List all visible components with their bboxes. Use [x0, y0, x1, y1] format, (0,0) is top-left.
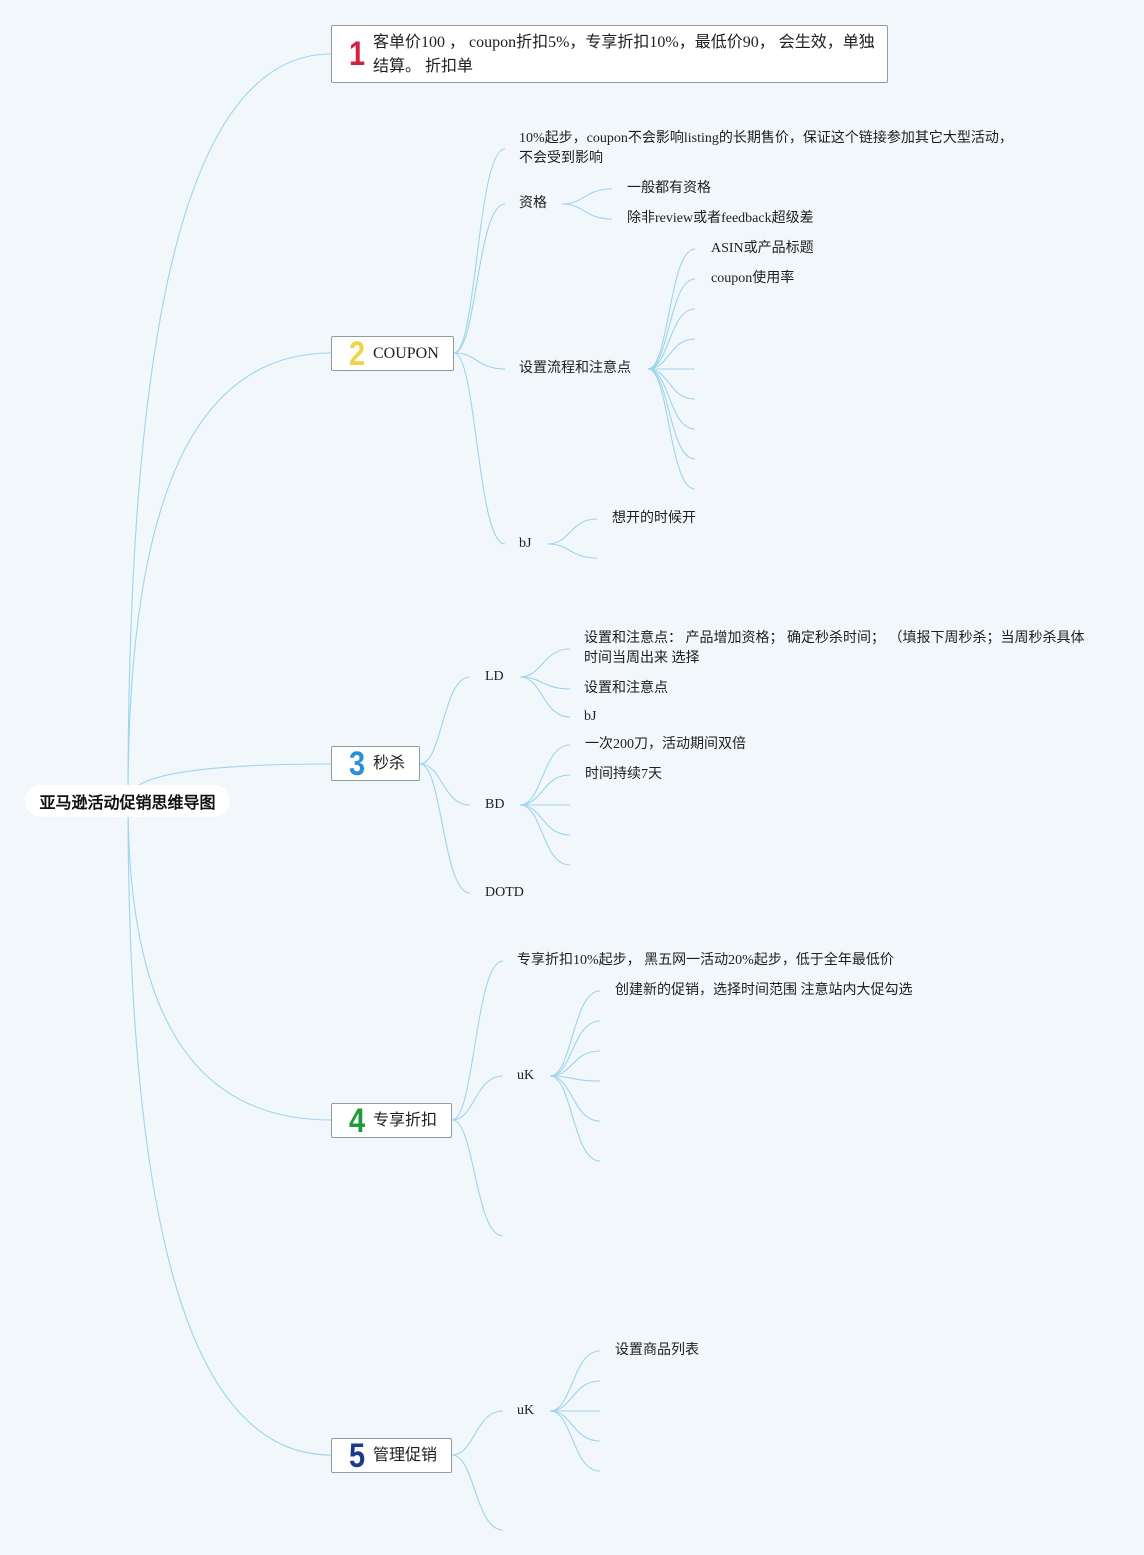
detail-label: ASIN或产品标题 [711, 241, 814, 256]
branch-line [519, 774, 571, 806]
topic-1-box: 1 客单价100 ， coupon折扣5%，专享折扣10%，最低价90， 会生效… [331, 25, 888, 83]
detail-label: 设置和注意点： 产品增加资格； 确定秒杀时间； （填报下周秒杀；当周秒杀具体时间… [584, 631, 1085, 666]
branch-line [519, 648, 571, 678]
branch-line [419, 763, 471, 806]
branch-line [453, 203, 506, 354]
branch-line [549, 1050, 601, 1077]
subtopic-label: bJ [519, 536, 532, 551]
subtopic-label: BD [485, 797, 505, 812]
branch-line [549, 1075, 601, 1122]
branch-line [647, 338, 696, 370]
detail-label: 时间持续7天 [585, 767, 662, 782]
subtopic-label: DOTD [485, 885, 524, 900]
branch-line [647, 308, 696, 370]
topic-5-box: 5 管理促销 [331, 1438, 452, 1473]
branch-line [549, 1075, 601, 1162]
branch-line [647, 368, 696, 430]
branch-line [549, 1410, 601, 1472]
detail-label: 创建新的促销，选择时间范围 注意站内大促勾选 [615, 983, 913, 998]
subtopic-label: 10%起步，coupon不会影响listing的长期售价，保证这个链接参加其它大… [519, 131, 1013, 166]
branch-line [647, 368, 696, 490]
branch-line [451, 1075, 504, 1121]
topic-5-label: 管理促销 [373, 1446, 438, 1464]
detail-label: 除非review或者feedback超级差 [627, 211, 814, 226]
branch-line [647, 248, 696, 370]
branch-line [549, 1075, 601, 1082]
branch-line [547, 543, 598, 559]
detail-label: coupon使用率 [711, 271, 795, 286]
topic-3-box: 3 秒杀 [331, 746, 420, 781]
detail-label: 设置商品列表 [615, 1343, 699, 1358]
detail-label: 设置和注意点 [584, 681, 668, 696]
branch-line [519, 744, 571, 806]
branch-line [127, 799, 332, 1121]
branch-line [549, 1380, 601, 1412]
topic-4-box: 4 专享折扣 [331, 1103, 452, 1138]
detail-label: bJ [584, 709, 597, 724]
priority-4-icon: 4 [349, 1101, 366, 1140]
topic-1-label: 客单价100 ， coupon折扣5%，专享折扣10%，最低价90， 会生效，单… [373, 34, 875, 75]
detail-label: 想开的时候开 [612, 511, 696, 526]
priority-1-icon: 1 [349, 35, 366, 73]
topic-2-label: COUPON [373, 344, 439, 362]
subtopic-label: uK [517, 1068, 535, 1083]
branch-line [453, 148, 506, 354]
branch-line [519, 804, 571, 836]
topic-4-label: 专享折扣 [373, 1111, 438, 1129]
detail-label: 一般都有资格 [627, 181, 711, 196]
branch-line [127, 799, 332, 1456]
branch-line [451, 1454, 504, 1531]
branch-line [127, 352, 332, 801]
priority-5-icon: 5 [349, 1436, 366, 1475]
branch-line [451, 960, 504, 1121]
branch-line [419, 676, 471, 765]
subtopic-label: 资格 [519, 196, 547, 211]
central-topic-label: 亚马逊活动促销思维导图 [39, 795, 216, 812]
branch-line [561, 188, 613, 205]
branch-line [647, 278, 696, 370]
priority-3-icon: 3 [349, 744, 366, 783]
branch-line [549, 1020, 601, 1077]
subtopic-label: LD [485, 669, 504, 684]
branch-line [549, 1410, 601, 1442]
branch-line [647, 368, 696, 460]
branch-line [561, 203, 613, 220]
branch-line [547, 518, 598, 545]
branch-line [549, 990, 601, 1077]
subtopic-label: 设置流程和注意点 [519, 361, 631, 376]
branch-line [519, 804, 571, 866]
priority-2-icon: 2 [349, 334, 366, 373]
topic-3-label: 秒杀 [373, 754, 406, 772]
branch-line [127, 53, 332, 801]
central-topic: 亚马逊活动促销思维导图 [25, 785, 230, 817]
detail-label: 一次200刀，活动期间双倍 [585, 737, 746, 752]
branch-line [419, 763, 471, 894]
branch-line [451, 1410, 504, 1456]
branch-line [519, 676, 571, 718]
subtopic-label: 专享折扣10%起步， 黑五网一活动20%起步，低于全年最低价 [517, 953, 894, 968]
topic-2-box: 2 COUPON [331, 336, 454, 371]
subtopic-label: uK [517, 1403, 535, 1418]
branch-line [453, 352, 506, 370]
branch-line [549, 1350, 601, 1412]
branch-line [453, 352, 506, 545]
branch-line [451, 1119, 504, 1237]
